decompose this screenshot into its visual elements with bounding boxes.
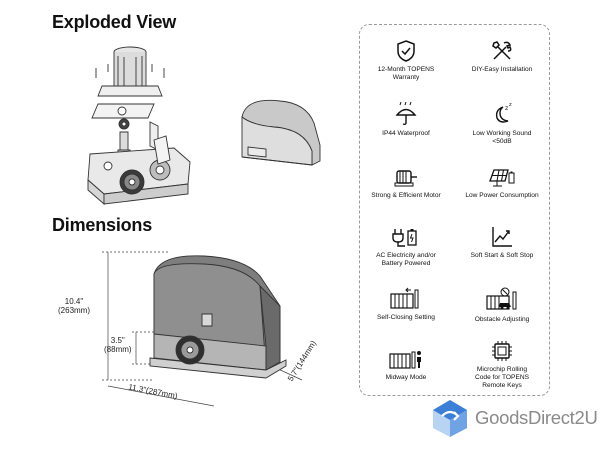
shield-check-icon <box>397 40 415 62</box>
feature-self-closing: Self-Closing Setting <box>360 287 452 322</box>
gate-closing-icon <box>390 287 419 309</box>
exploded-motor-assembly <box>87 46 191 205</box>
dimensions-title: Dimensions <box>52 215 153 235</box>
svg-text:z: z <box>509 102 512 108</box>
tools-icon <box>492 41 512 60</box>
obstacle-car-icon <box>486 287 517 310</box>
height-mm: (263mm) <box>58 306 91 315</box>
solar-panel-icon <box>489 169 515 187</box>
feature-obstacle: Obstacle Adjusting <box>456 287 548 324</box>
microchip-icon <box>492 341 512 361</box>
motor-icon <box>394 170 417 187</box>
feature-soft-start: Soft Start & Soft Stop <box>456 225 548 260</box>
gear-height-dimension-label: 3.5" (88mm) <box>104 336 132 354</box>
moon-zz-icon: z z <box>495 102 512 123</box>
exploded-cover <box>241 99 321 166</box>
umbrella-rain-icon <box>395 101 417 126</box>
height-inches: 10.4" <box>64 297 84 306</box>
feature-midway-mode: Midway Mode <box>360 347 452 382</box>
height-dimension-label: 10.4" (263mm) <box>58 297 90 315</box>
feature-low-sound: z z Low Working Sound<50dB <box>472 102 532 145</box>
gear-height-mm: (88mm) <box>104 345 132 354</box>
exploded-view-title: Exploded View <box>52 12 177 32</box>
feature-diy-installation: DIY-Easy Installation <box>456 39 548 74</box>
plug-battery-icon <box>392 229 417 247</box>
feature-motor: Strong & Efficient Motor <box>360 165 452 200</box>
logo-text: GoodsDirect2U <box>475 407 598 428</box>
goodsdirect2u-logo: GoodsDirect2U <box>428 398 598 438</box>
gear-height-inches: 3.5" <box>110 336 125 345</box>
gate-pedestrian-icon <box>389 351 421 369</box>
dimensions-diagram <box>102 251 303 407</box>
soft-start-chart-icon <box>492 227 512 247</box>
feature-low-power: Low Power Consumption <box>456 165 548 200</box>
svg-text:z: z <box>505 105 508 112</box>
logo-mark-icon <box>433 400 467 437</box>
feature-waterproof: IP44 Waterproof <box>360 101 452 138</box>
